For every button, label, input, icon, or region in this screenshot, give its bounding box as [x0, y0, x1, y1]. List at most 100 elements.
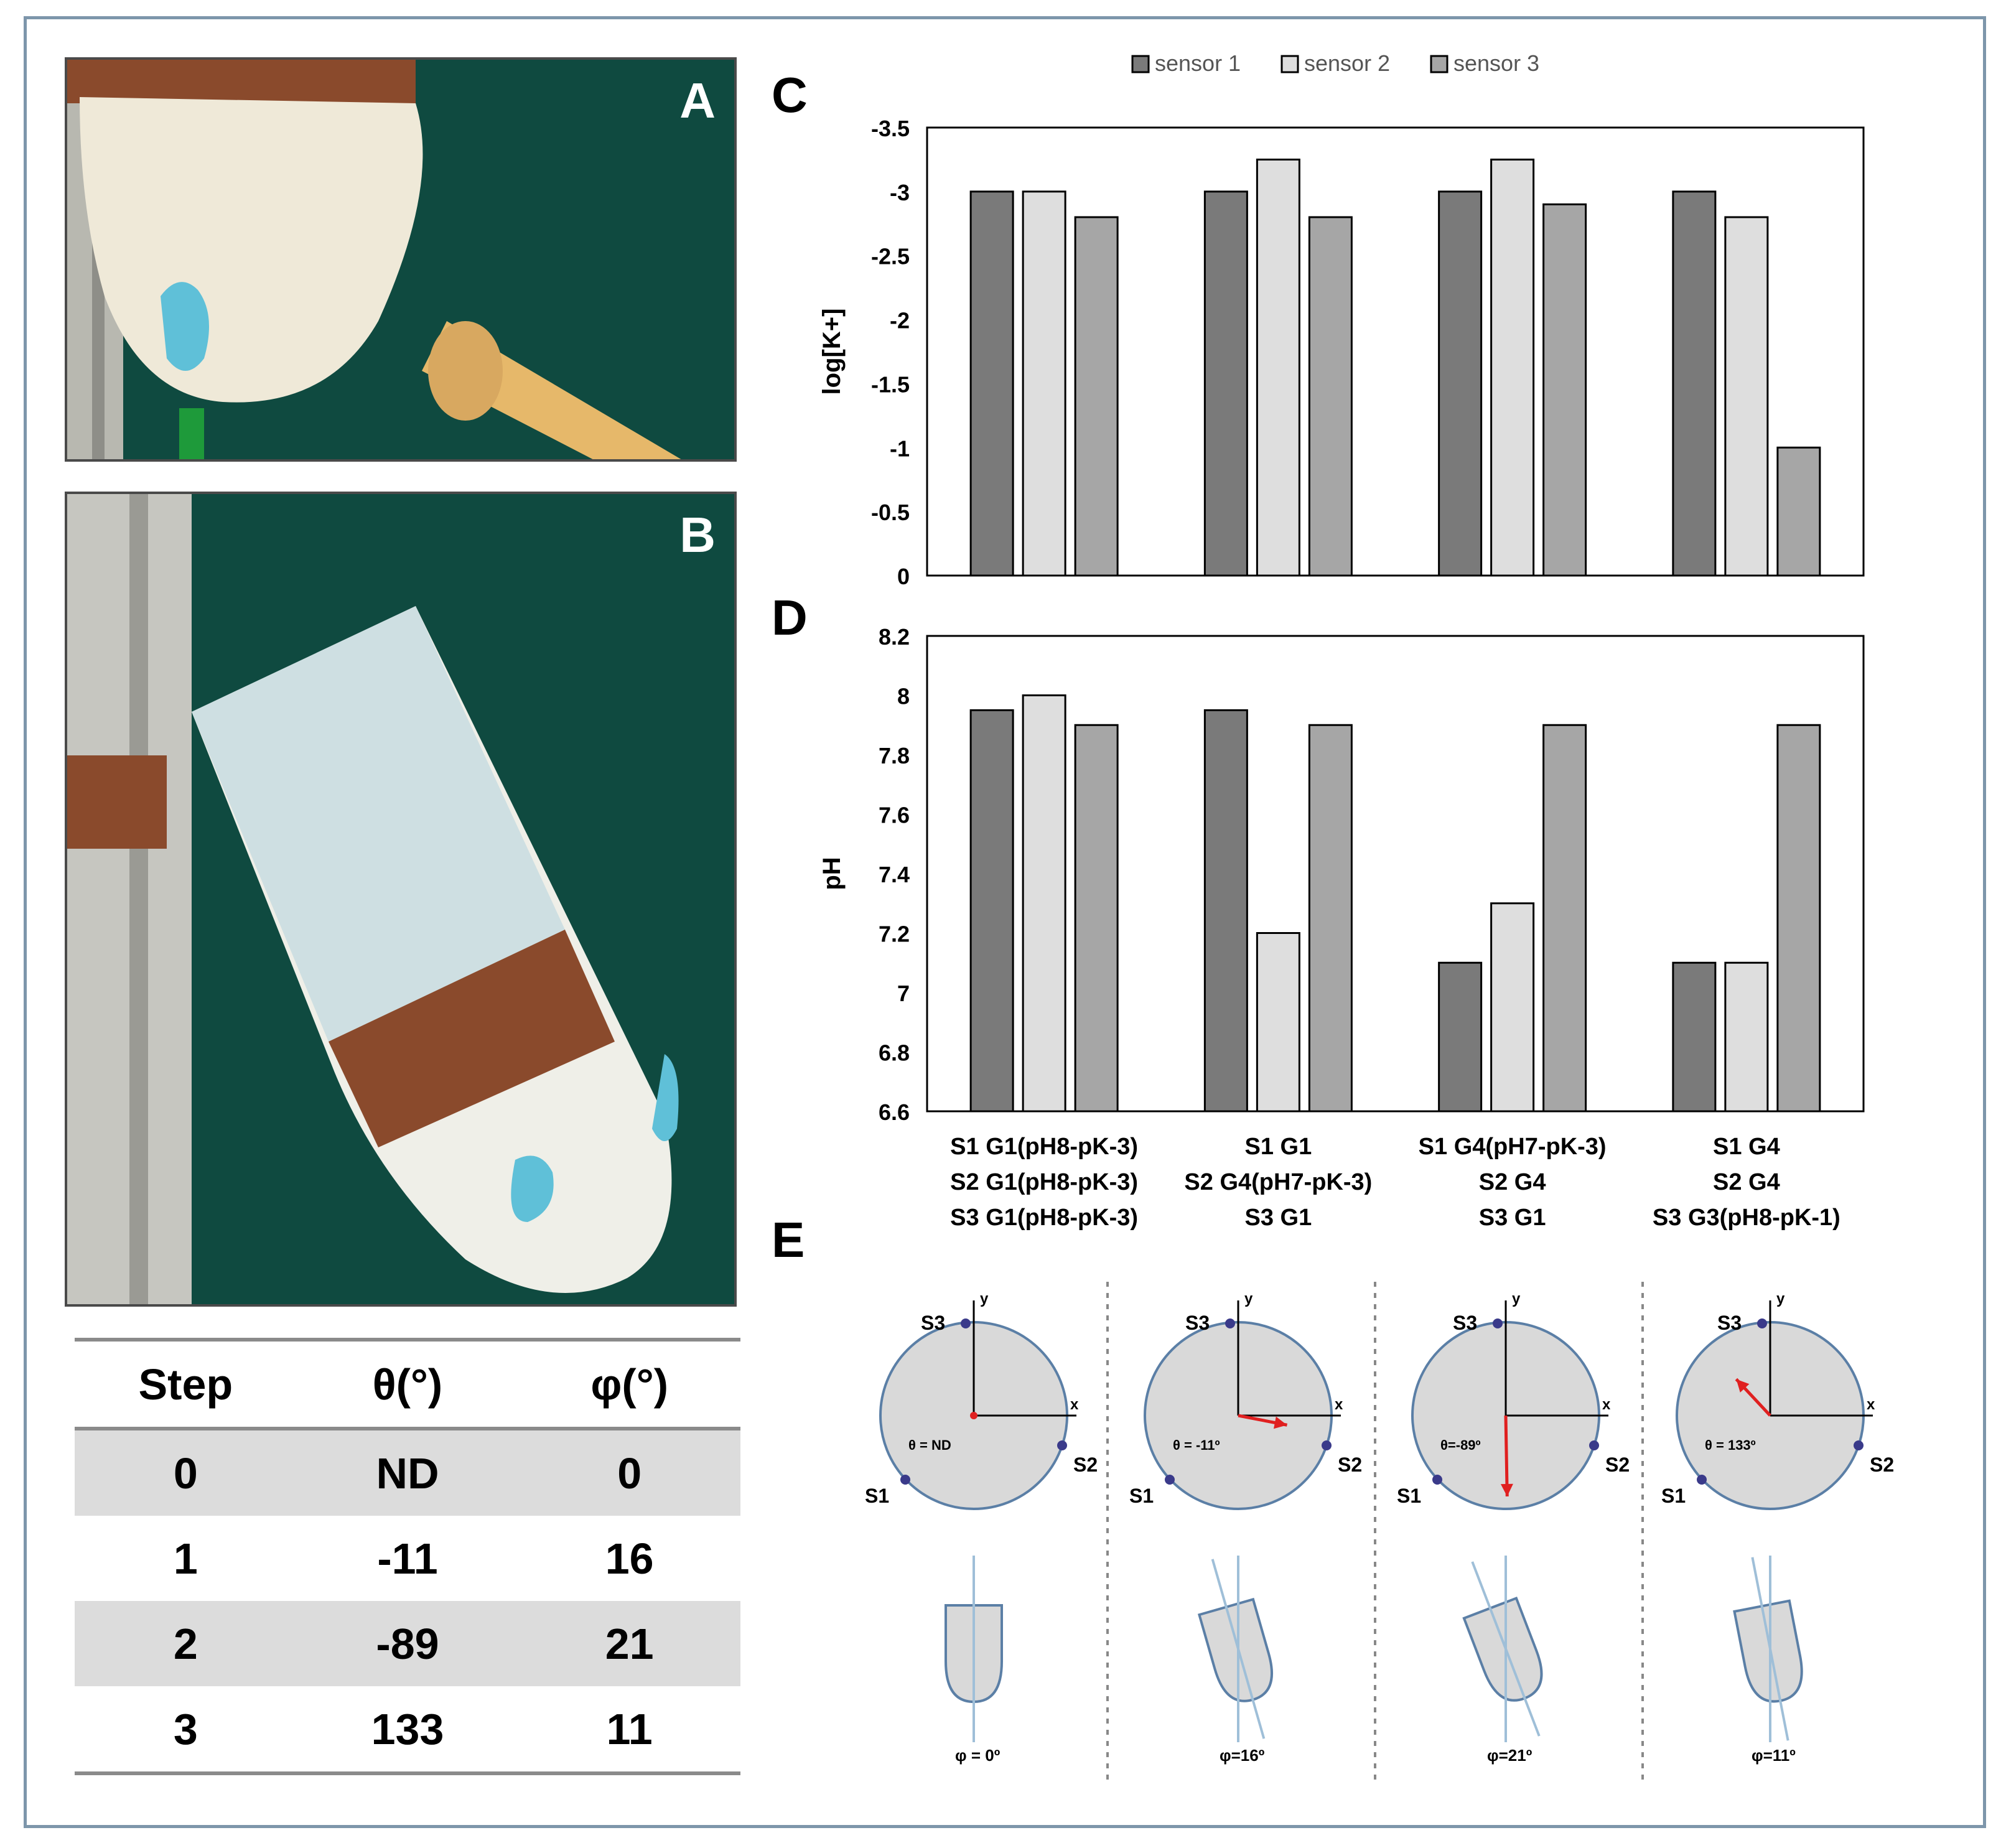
- y-tick-label: 7: [897, 981, 910, 1006]
- phi-label: φ=21º: [1487, 1746, 1532, 1765]
- sensor-label-s2: S2: [1870, 1454, 1894, 1476]
- chart-d: 8.287.87.67.47.276.86.6pH: [818, 624, 1865, 1125]
- sensor-dot-s2: [1854, 1440, 1864, 1450]
- probe-shape: [945, 1556, 1003, 1742]
- table-row: 3 133 11: [75, 1686, 740, 1771]
- probe-shape: [1197, 1556, 1274, 1742]
- y-tick-label: -1: [890, 436, 910, 461]
- cell-step: 0: [173, 1449, 198, 1498]
- plot-area: [926, 635, 1865, 1113]
- sensor-label-s2: S2: [1605, 1454, 1630, 1476]
- panel-letter-e: E: [772, 1212, 805, 1257]
- sensor-label-s1: S1: [1661, 1485, 1686, 1507]
- bar-sensor-3: [1776, 724, 1821, 1113]
- cell-step: 2: [173, 1619, 198, 1668]
- sensor-label-s3: S3: [921, 1312, 945, 1334]
- category-label: S3 G1: [1245, 1205, 1312, 1231]
- legend-label-sensor-2: sensor 2: [1304, 50, 1390, 76]
- cell-phi: 16: [605, 1534, 654, 1583]
- photo-a: A: [65, 57, 737, 462]
- cell-phi: 0: [617, 1449, 642, 1498]
- y-axis-label: y: [980, 1290, 989, 1307]
- table-header-row: Step θ(°) φ(°): [75, 1342, 740, 1427]
- sensor-dot-s3: [1757, 1318, 1767, 1328]
- sensor-dot-s1: [1697, 1475, 1707, 1485]
- sensor-dot-s3: [1493, 1318, 1503, 1328]
- theta-arrow-head: [1500, 1483, 1513, 1496]
- category-label: S2 G4: [1479, 1169, 1546, 1195]
- sensor-label-s2: S2: [1073, 1454, 1098, 1476]
- y-tick-label: -1.5: [871, 371, 910, 397]
- category-label: S2 G4(pH7-pK-3): [1184, 1169, 1372, 1195]
- theta-arrow-head: [1736, 1379, 1750, 1393]
- y-axis-label: y: [1776, 1290, 1785, 1307]
- figure-frame: [24, 16, 1986, 1828]
- bar-sensor-1: [1203, 190, 1248, 577]
- bar-sensor-2: [1256, 932, 1300, 1113]
- bar-sensor-1: [1438, 961, 1483, 1113]
- theta-arrow-head: [1273, 1416, 1287, 1429]
- cell-theta: 133: [371, 1704, 444, 1753]
- panel-letter-c: C: [772, 67, 808, 123]
- y-tick-label: 7.6: [879, 803, 910, 828]
- phi-label: φ=11º: [1752, 1746, 1796, 1765]
- sensor-label-s2: S2: [1338, 1454, 1362, 1476]
- theta-label: θ = -11º: [1173, 1437, 1220, 1453]
- y-tick-label: 8.2: [879, 624, 910, 650]
- bar-sensor-1: [1203, 709, 1248, 1113]
- y-tick-label: 7.2: [879, 922, 910, 947]
- sensor-dot-s2: [1057, 1440, 1067, 1450]
- y-tick-label: 7.4: [879, 862, 910, 887]
- bar-sensor-2: [1256, 158, 1300, 577]
- y-tick-label: 8: [897, 684, 910, 709]
- sensor-label-s1: S1: [865, 1485, 889, 1507]
- bar-sensor-1: [1672, 961, 1717, 1113]
- cell-step: 3: [173, 1704, 198, 1753]
- table-row: 2 -89 21: [75, 1601, 740, 1686]
- theta-arrow-origin: [970, 1412, 977, 1419]
- y-tick-label: 6.6: [879, 1099, 910, 1125]
- photo-b: B: [65, 492, 737, 1307]
- cell-step: 1: [173, 1534, 198, 1583]
- y-axis-label: y: [1244, 1290, 1253, 1307]
- x-axis-label: x: [1070, 1396, 1079, 1413]
- category-labels: S1 G1(pH8-pK-3)S2 G1(pH8-pK-3)S3 G1(pH8-…: [950, 1134, 1840, 1231]
- cell-theta: -89: [376, 1619, 439, 1668]
- sensor-dot-s1: [1165, 1475, 1175, 1485]
- theta-label: θ = ND: [908, 1437, 951, 1453]
- y-tick-label: -0.5: [871, 500, 910, 525]
- plot-area: [926, 126, 1865, 577]
- bar-sensor-2: [1724, 216, 1769, 577]
- category-label: S1 G4(pH7-pK-3): [1419, 1134, 1607, 1160]
- table-row: 0 ND 0: [75, 1430, 740, 1516]
- table-bottom-rule: [75, 1771, 740, 1775]
- header-phi: φ(°): [590, 1360, 669, 1409]
- sensor-label-s1: S1: [1129, 1485, 1154, 1507]
- angle-table: Step θ(°) φ(°) 0 ND 0 1 -11 16 2 -89 21 …: [75, 1338, 740, 1775]
- sensor-dot-s3: [961, 1318, 971, 1328]
- probe-shape: [1733, 1556, 1803, 1742]
- bar-sensor-3: [1542, 724, 1587, 1113]
- header-theta: θ(°): [372, 1360, 443, 1409]
- bar-sensor-2: [1724, 961, 1769, 1113]
- sensor-dot-s1: [1432, 1475, 1442, 1485]
- legend-swatch-sensor-2: [1281, 55, 1299, 73]
- category-label: S3 G1: [1479, 1205, 1546, 1231]
- table-row: 1 -11 16: [75, 1516, 740, 1601]
- y-tick-label: -2: [890, 308, 910, 334]
- sensor-label-s3: S3: [1185, 1312, 1210, 1334]
- sensor-dot-s1: [900, 1475, 910, 1485]
- y-tick-label: 6.8: [879, 1040, 910, 1066]
- bar-sensor-1: [1438, 190, 1483, 577]
- x-axis-label: x: [1867, 1396, 1875, 1413]
- panel-letter-b: B: [679, 507, 716, 562]
- y-tick-label: -3: [890, 180, 910, 205]
- y-tick-label: 7.8: [879, 743, 910, 768]
- category-label: S1 G1(pH8-pK-3): [950, 1134, 1138, 1160]
- sensor-dot-s3: [1225, 1318, 1235, 1328]
